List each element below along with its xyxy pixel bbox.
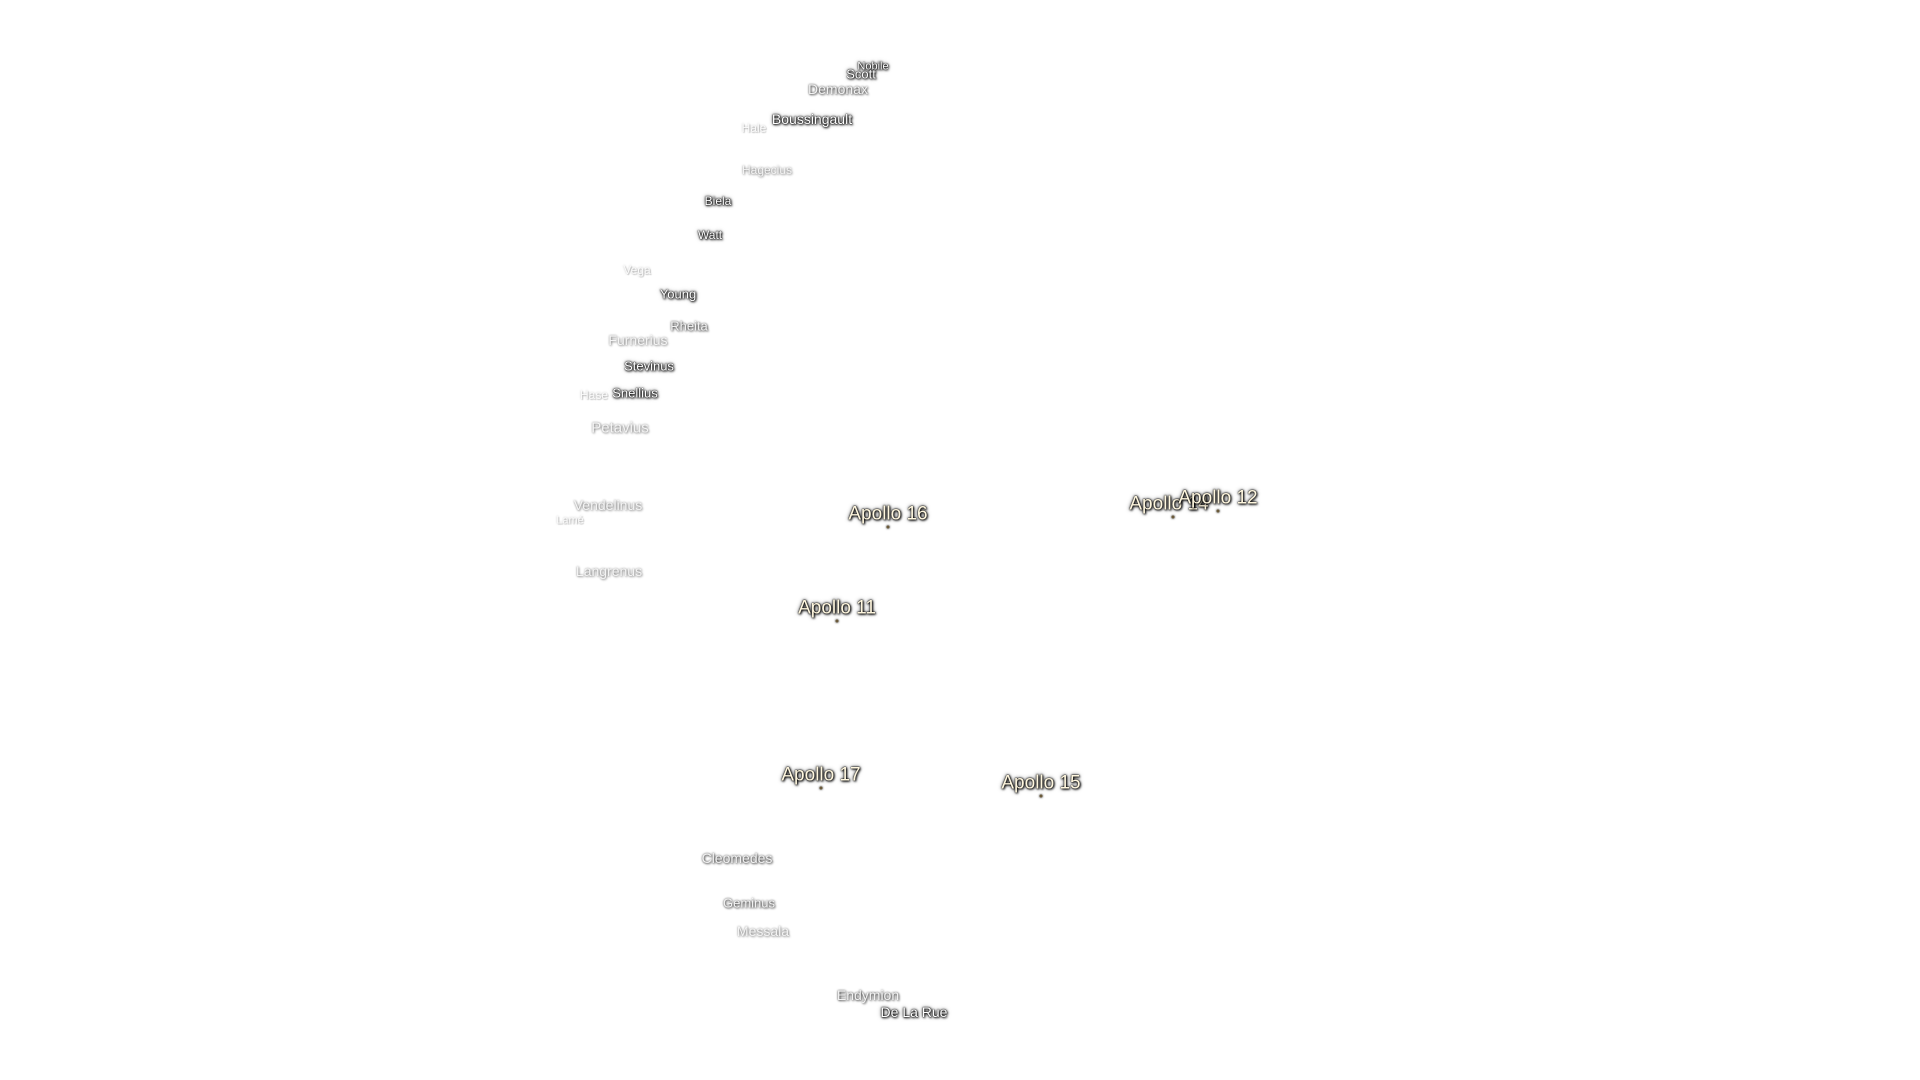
crater-label-cleomedes[interactable]: Cleomedes xyxy=(701,850,773,866)
crater-label-stevinus[interactable]: Stevinus xyxy=(624,358,674,374)
crater-label-demonax[interactable]: Demonax xyxy=(808,81,868,97)
crater-label-hagecius[interactable]: Hagecius xyxy=(741,163,793,177)
crater-label-vendelinus[interactable]: Vendelinus xyxy=(573,497,643,513)
crater-label-young[interactable]: Young xyxy=(659,286,697,302)
crater-label-nobile[interactable]: Nobile xyxy=(857,60,889,73)
crater-label-hase[interactable]: Hase xyxy=(579,388,609,402)
crater-label-lame[interactable]: Lamé xyxy=(556,514,584,527)
crater-label-geminus[interactable]: Geminus xyxy=(722,895,776,911)
crater-label-langrenus[interactable]: Langrenus xyxy=(575,563,643,579)
crater-label-scott[interactable]: Scott xyxy=(846,66,876,82)
crater-label-rheita[interactable]: Rheita xyxy=(670,318,708,334)
landing-site-marker-apollo-17[interactable] xyxy=(819,786,823,790)
crater-label-petavius[interactable]: Petavius xyxy=(591,419,649,437)
landing-site-label-apollo-12[interactable]: Apollo 12 xyxy=(1178,487,1258,509)
crater-label-vega[interactable]: Vega xyxy=(623,263,651,277)
landing-site-label-apollo-14[interactable]: Apollo 14 xyxy=(1129,493,1209,515)
landing-site-marker-apollo-16[interactable] xyxy=(886,525,890,529)
landing-site-label-apollo-11[interactable]: Apollo 11 xyxy=(798,597,876,619)
landing-site-label-apollo-16[interactable]: Apollo 16 xyxy=(848,503,928,525)
crater-label-delarue[interactable]: De La Rue xyxy=(880,1004,948,1020)
crater-label-snellius[interactable]: Snellius xyxy=(612,385,658,401)
landing-site-label-apollo-15[interactable]: Apollo 15 xyxy=(1001,772,1081,794)
landing-site-label-apollo-17[interactable]: Apollo 17 xyxy=(781,764,861,786)
crater-label-hale[interactable]: Hale xyxy=(741,121,767,135)
crater-label-messala[interactable]: Messala xyxy=(736,923,790,939)
landing-site-marker-apollo-14[interactable] xyxy=(1171,515,1175,519)
crater-label-biela[interactable]: Biela xyxy=(704,194,732,208)
crater-label-boussingault[interactable]: Boussingault xyxy=(771,111,853,127)
crater-label-endymion[interactable]: Endymion xyxy=(836,987,900,1003)
crater-label-furnerius[interactable]: Furnerius xyxy=(608,332,668,348)
landing-site-marker-apollo-15[interactable] xyxy=(1039,794,1043,798)
crater-label-watt[interactable]: Watt xyxy=(697,228,723,242)
landing-site-marker-apollo-11[interactable] xyxy=(835,619,839,623)
landing-site-marker-apollo-12[interactable] xyxy=(1216,509,1220,513)
